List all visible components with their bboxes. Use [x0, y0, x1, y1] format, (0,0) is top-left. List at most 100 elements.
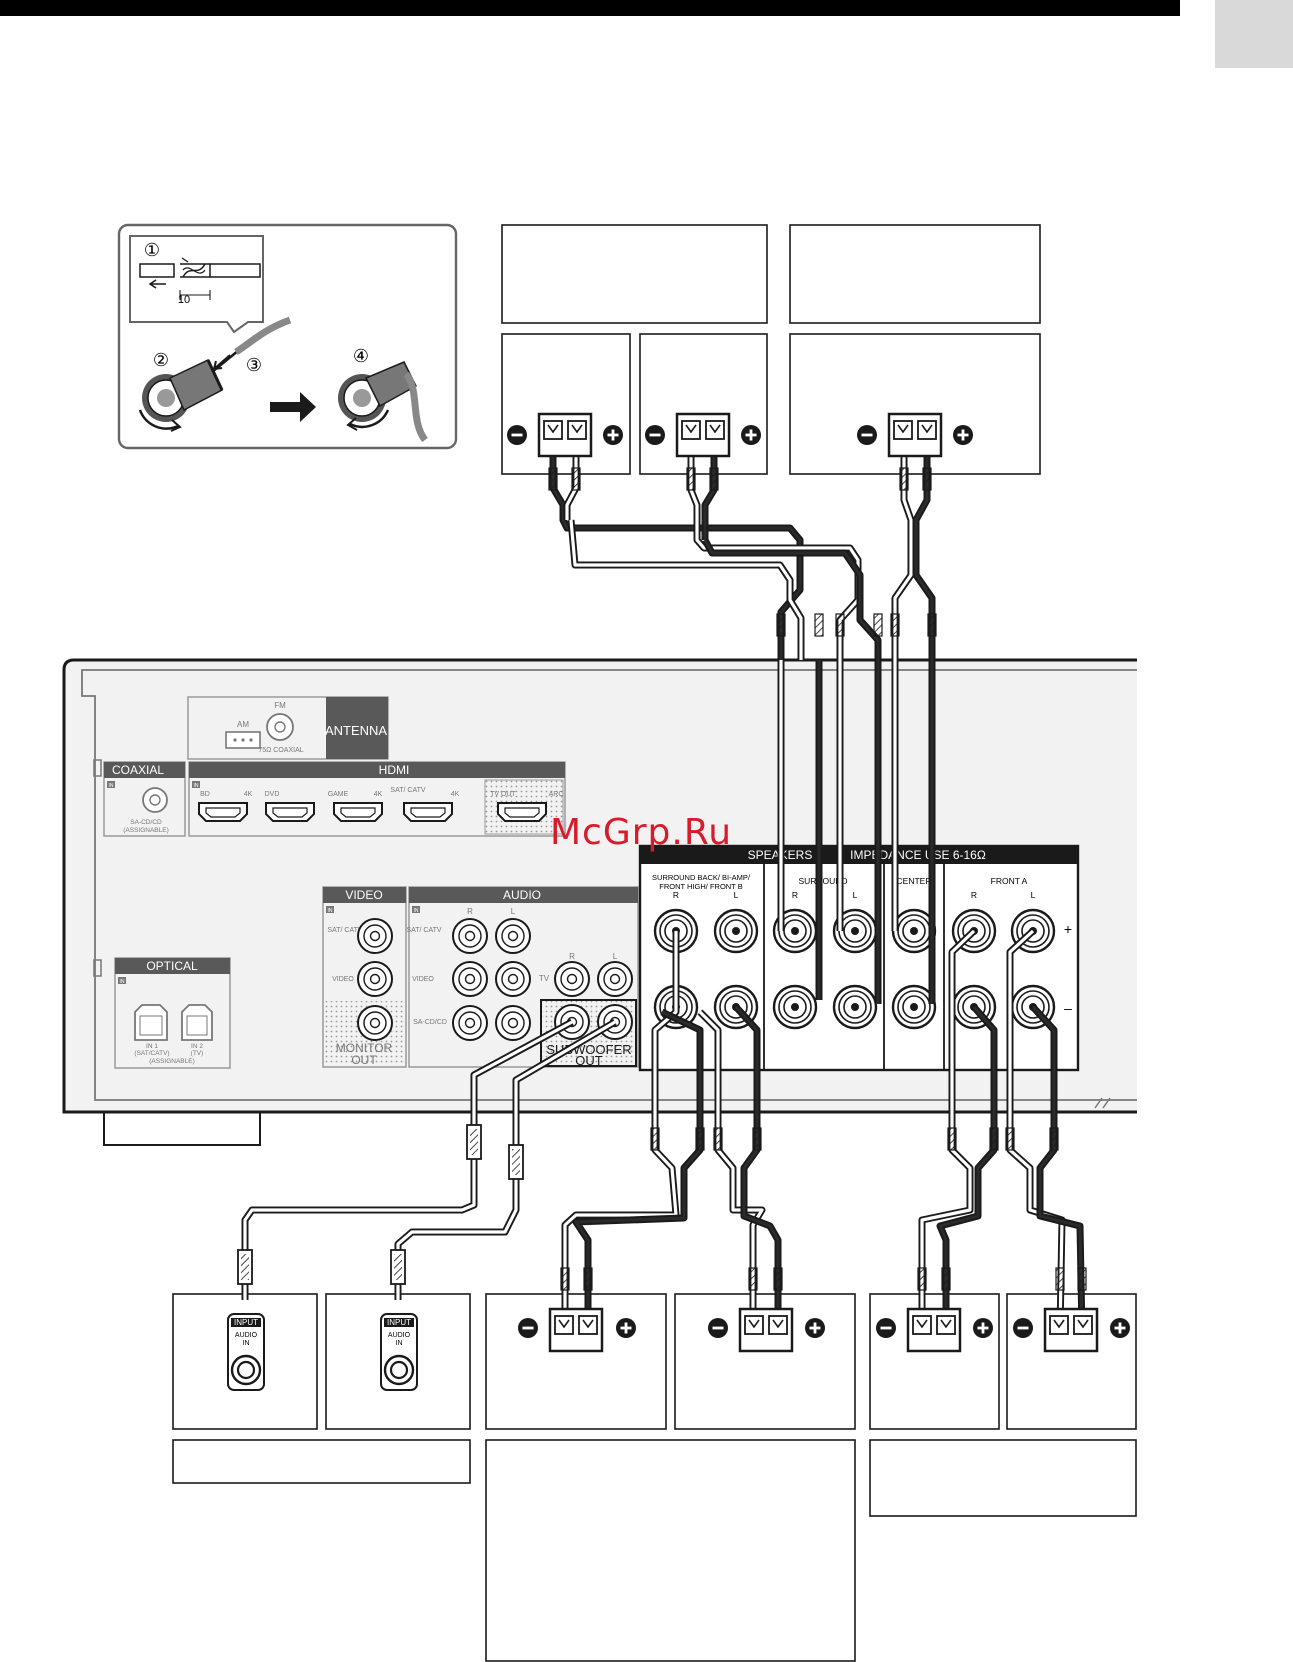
hdmi-in-game-port[interactable]	[333, 802, 383, 822]
audio-cd-r-jack[interactable]	[452, 1005, 488, 1041]
cable-tip	[1077, 1267, 1087, 1291]
svg-text:INPUT: INPUT	[234, 1318, 258, 1327]
minus-icon	[518, 1318, 538, 1338]
svg-text:R: R	[673, 890, 679, 900]
speaker-terminal[interactable]	[738, 1307, 794, 1353]
svg-text:VIDEO: VIDEO	[332, 976, 354, 983]
svg-text:SURROUND: SURROUND	[798, 876, 847, 886]
monitor-out-jack[interactable]	[357, 1005, 393, 1041]
surround-l-minus-terminal[interactable]	[832, 984, 878, 1030]
svg-text:IN: IN	[243, 1340, 250, 1347]
cable-tip	[922, 467, 932, 491]
svg-text:DVD: DVD	[265, 791, 280, 798]
cable-fr-pos	[920, 929, 976, 1332]
cable-tip	[571, 467, 581, 491]
audio-video-l-jack[interactable]	[495, 961, 531, 997]
cable-tip	[989, 1127, 999, 1151]
cable-tip	[835, 613, 845, 637]
cable-tip	[1055, 1267, 1065, 1291]
sb-l-plus-terminal[interactable]	[713, 908, 759, 954]
svg-text:TV: TV	[539, 974, 550, 983]
svg-text:FRONT A: FRONT A	[991, 876, 1028, 886]
audio-sat-l-jack[interactable]	[495, 918, 531, 954]
page-tab	[1215, 0, 1293, 68]
svg-text:CENTER: CENTER	[897, 876, 932, 886]
cable-tip	[941, 1267, 951, 1291]
svg-text:(SAT/CATV): (SAT/CATV)	[134, 1050, 169, 1057]
speaker-terminal[interactable]	[675, 412, 731, 458]
svg-text:IN 2: IN 2	[191, 1043, 203, 1050]
cable-tip	[899, 467, 909, 491]
label-box	[501, 224, 768, 324]
cable-tip	[709, 467, 719, 491]
svg-text:AUDIO: AUDIO	[388, 1332, 411, 1339]
step-4-label: ④	[353, 346, 369, 366]
hdmi-tv-out-port[interactable]	[497, 802, 547, 822]
speakers-section: SPEAKERS IMPEDANCE USE 6-16Ω SURROUND BA…	[638, 844, 1080, 1072]
receiver-rear-panel: ANTENNA FM 75Ω COAXIAL AM COAXIAL IN SA-…	[62, 658, 1137, 1146]
optical-in1-port[interactable]	[134, 1004, 168, 1041]
svg-text:GAME: GAME	[328, 791, 349, 798]
speaker-terminal[interactable]	[887, 412, 943, 458]
binding-post-icon	[138, 316, 292, 432]
cable-fr-neg	[938, 1005, 996, 1332]
hdmi-in-bd-port[interactable]	[198, 802, 248, 822]
cable-tip	[695, 1127, 705, 1151]
hdmi-in-dvd-port[interactable]	[265, 802, 315, 822]
svg-text:FRONT HIGH/ FRONT B: FRONT HIGH/ FRONT B	[659, 882, 742, 891]
audio-video-r-jack[interactable]	[452, 961, 488, 997]
video-in-video-jack[interactable]	[357, 961, 393, 997]
svg-text:+: +	[1064, 921, 1072, 937]
speaker-terminal[interactable]	[537, 412, 593, 458]
svg-text:R: R	[792, 890, 798, 900]
video-in-sat-jack[interactable]	[357, 918, 393, 954]
svg-text:L: L	[511, 907, 516, 916]
impedance-label: IMPEDANCE USE 6-16Ω	[850, 848, 986, 862]
plus-icon	[805, 1318, 825, 1338]
audio-sat-r-jack[interactable]	[452, 918, 488, 954]
cable-tip	[1005, 1127, 1015, 1151]
svg-text:–: –	[1064, 1000, 1072, 1016]
watermark: McGrp.Ru	[550, 812, 733, 853]
speaker-terminal[interactable]	[1043, 1307, 1099, 1353]
svg-text:4K: 4K	[451, 791, 460, 798]
subwoofer-input-2: INPUT AUDIO IN	[380, 1313, 418, 1391]
speaker-terminal[interactable]	[906, 1307, 962, 1353]
sub-cable-2	[396, 1020, 616, 1300]
arrow-right-icon	[270, 392, 316, 422]
cable-tip	[917, 1267, 927, 1291]
svg-text:SA-CD/CD: SA-CD/CD	[130, 819, 162, 826]
rca-plug-icon	[466, 1124, 482, 1160]
minus-icon	[876, 1318, 896, 1338]
surround-r-minus-terminal[interactable]	[772, 984, 818, 1030]
cable-tip	[1049, 1127, 1059, 1151]
optical-in2-port[interactable]	[181, 1004, 213, 1041]
cable-tip	[748, 1267, 758, 1291]
svg-text:INPUT: INPUT	[387, 1318, 411, 1327]
wire-connection-inset: ① 10 ② ③	[117, 223, 458, 450]
sub-cable-1	[243, 1020, 573, 1300]
minus-icon	[708, 1318, 728, 1338]
cable-top1-pos	[569, 519, 803, 660]
cable-tip	[890, 613, 900, 637]
svg-text:SA-CD/CD: SA-CD/CD	[413, 1019, 447, 1026]
hdmi-in-sat-port[interactable]	[403, 802, 453, 822]
cable-tip	[583, 1267, 593, 1291]
step-1-label: ①	[144, 240, 160, 260]
cable-tip	[927, 613, 937, 637]
svg-text:SAT/ CATV: SAT/ CATV	[327, 927, 362, 934]
cable-top1-pos-stub	[565, 437, 578, 520]
svg-text:R: R	[971, 890, 977, 900]
cable-tip	[752, 1127, 762, 1151]
audio-tv-r-jack[interactable]	[554, 961, 590, 997]
svg-text:IN: IN	[194, 783, 199, 789]
svg-text:VIDEO: VIDEO	[345, 888, 382, 902]
svg-text:R: R	[569, 952, 575, 961]
strip-length-label: 10	[178, 294, 190, 306]
svg-text:TV OUT: TV OUT	[490, 791, 516, 798]
cable-tip	[776, 613, 786, 637]
speaker-terminal[interactable]	[548, 1307, 604, 1353]
svg-text:L: L	[734, 890, 739, 900]
audio-tv-l-jack[interactable]	[597, 961, 633, 997]
audio-cd-l-jack[interactable]	[495, 1005, 531, 1041]
